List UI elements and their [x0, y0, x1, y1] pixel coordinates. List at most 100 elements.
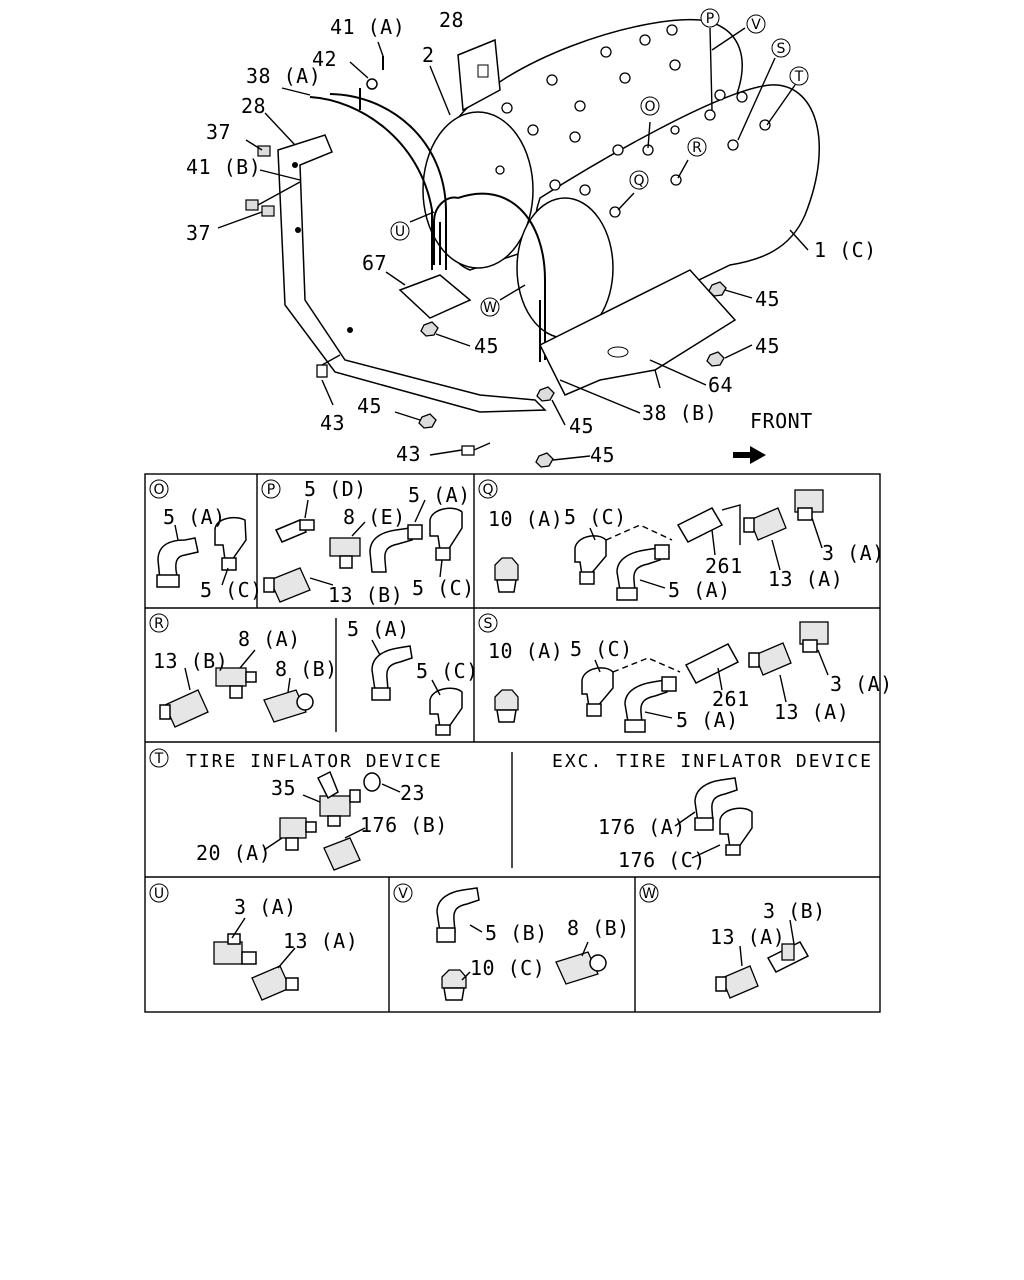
elbow-5c [574, 535, 607, 585]
bracket-28-rear [457, 38, 501, 112]
label-v-8b: 8 (B) [567, 916, 630, 940]
label-r-8a: 8 (A) [238, 627, 301, 651]
elbow-176c [719, 807, 753, 856]
label-p-5a: 5 (A) [408, 483, 471, 507]
label-43-left: 43 [320, 411, 345, 435]
svg-text:V: V [398, 886, 408, 902]
svg-text:U: U [395, 224, 405, 240]
label-45-left: 45 [357, 394, 382, 418]
elbow-fitting-5c [214, 517, 247, 571]
label-p-5c: 5 (C) [412, 576, 475, 600]
callout-o: O [640, 96, 660, 116]
label-38a: 38 (A) [246, 64, 321, 88]
svg-text:R: R [154, 616, 164, 632]
tube-261 [676, 507, 724, 543]
panel-s: S 10 (A) 5 (C) [478, 613, 893, 733]
elbow-3a [799, 621, 829, 653]
label-q-10a: 10 (A) [488, 507, 563, 531]
nipple-3b [766, 941, 810, 973]
callout-r: R [687, 137, 707, 157]
label-r-8b: 8 (B) [275, 657, 338, 681]
elbow-5c [429, 687, 463, 736]
elbow-5c [581, 667, 614, 717]
svg-text:T: T [154, 751, 164, 767]
label-t-176c: 176 (C) [618, 848, 706, 872]
label-42: 42 [312, 47, 337, 71]
label-41a: 41 (A) [330, 15, 405, 39]
fitting-5d [274, 519, 315, 543]
svg-text:P: P [706, 11, 714, 27]
banjo-8b [555, 951, 607, 985]
tank-ports [495, 24, 771, 218]
panel-o: O 5 (A) 5 (C) [149, 479, 263, 602]
connector-13b [263, 567, 311, 603]
panel-q: Q 10 (A) 5 (C [478, 479, 884, 602]
callout-s: S [771, 38, 791, 58]
strap-38b [433, 192, 546, 362]
label-s-3a: 3 (A) [830, 672, 893, 696]
detail-grid [144, 473, 881, 1013]
connector-176b [323, 837, 361, 871]
label-w-3b: 3 (B) [763, 899, 826, 923]
elbow-5a [371, 645, 413, 701]
label-2: 2 [422, 43, 435, 67]
svg-text:R: R [692, 140, 702, 156]
label-41b: 41 (B) [186, 155, 261, 179]
label-r-5a: 5 (A) [347, 617, 410, 641]
elbow-3a [794, 489, 824, 521]
crossmember-64 [538, 269, 737, 396]
elbow-3a [213, 933, 257, 965]
label-r-5c: 5 (C) [416, 659, 479, 683]
connector-13a [743, 507, 787, 541]
svg-text:W: W [483, 300, 497, 316]
callout-u: U [390, 221, 410, 241]
label-37-top: 37 [206, 120, 231, 144]
label-t-35: 35 [271, 776, 296, 800]
svg-text:O: O [153, 482, 164, 498]
svg-text:S: S [777, 41, 786, 57]
svg-text:Q: Q [633, 173, 644, 189]
svg-text:U: U [154, 886, 164, 902]
banjo-8b [263, 689, 314, 723]
front-arrow-icon [733, 446, 766, 464]
label-45-right-bottom: 45 [755, 334, 780, 358]
plate-67 [398, 274, 472, 319]
elbow-5a [616, 544, 670, 601]
label-45-lower: 45 [569, 414, 594, 438]
label-q-5c: 5 (C) [564, 505, 627, 529]
label-t-176a: 176 (A) [598, 815, 686, 839]
label-s-261: 261 [712, 687, 750, 711]
label-u-3a: 3 (A) [234, 895, 297, 919]
elbow-20a [279, 817, 317, 851]
label-s-5a: 5 (A) [676, 708, 739, 732]
label-s-10a: 10 (A) [488, 639, 563, 663]
label-p-5d: 5 (D) [304, 477, 367, 501]
label-s-5c: 5 (C) [570, 637, 633, 661]
label-o-5a: 5 (A) [163, 505, 226, 529]
valve-35 [316, 770, 361, 827]
label-t-23: 23 [400, 781, 425, 805]
plug-10c [441, 969, 467, 1001]
connector-13a [748, 642, 792, 676]
panel-v: V 5 (B) 8 (B) 10 (C) [393, 883, 630, 1001]
nuts-45 [418, 281, 727, 468]
elbow-176a [694, 777, 738, 831]
label-64: 64 [708, 373, 733, 397]
tube-261 [684, 643, 740, 684]
plug-10a [494, 557, 519, 593]
tee-8a [215, 667, 257, 699]
label-o-5c: 5 (C) [200, 578, 263, 602]
title-exc-tire-inflator: EXC. TIRE INFLATOR DEVICE [552, 751, 873, 772]
label-v-10c: 10 (C) [470, 956, 545, 980]
connector-13a [715, 965, 759, 999]
label-38b: 38 (B) [642, 401, 717, 425]
label-45-bottom: 45 [590, 443, 615, 467]
svg-text:T: T [794, 69, 804, 85]
air-tank-rear [422, 18, 743, 271]
label-u-13a: 13 (A) [283, 929, 358, 953]
label-p-8e: 8 (E) [343, 505, 406, 529]
plug-10a [494, 689, 519, 723]
callout-q: Q [629, 170, 649, 190]
panel-t: T TIRE INFLATOR DEVICE EXC. TIRE INFLATO… [149, 748, 873, 872]
